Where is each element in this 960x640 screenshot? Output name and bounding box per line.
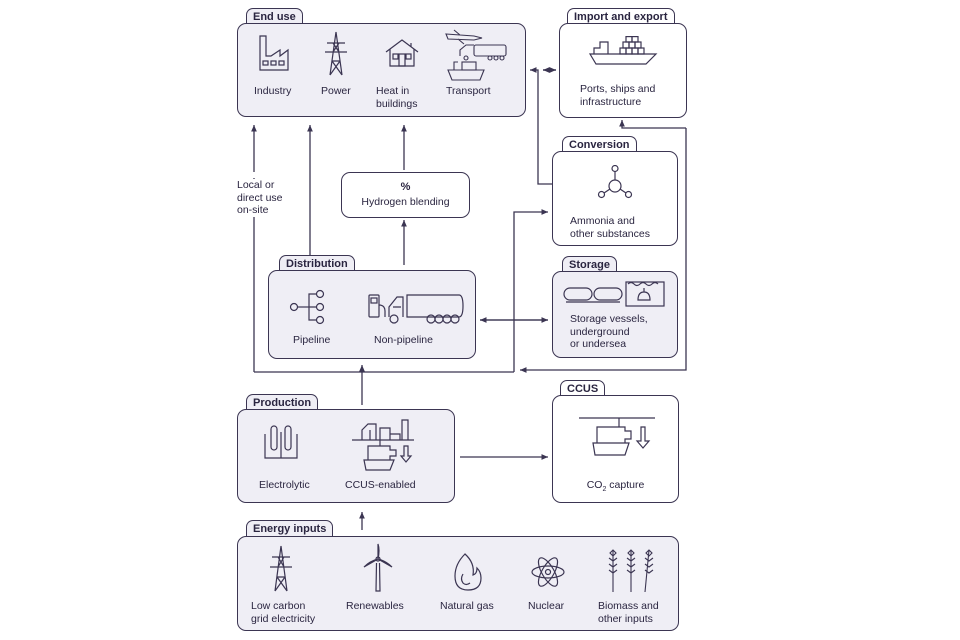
arrow-to-conversion — [513, 209, 548, 372]
biomass-label: Biomass and other inputs — [598, 600, 659, 625]
end-use-transport-label: Transport — [446, 85, 491, 97]
storage-label: Storage vessels, underground or undersea — [570, 313, 648, 350]
end-use-power-label: Power — [321, 85, 351, 97]
pipeline-label: Pipeline — [293, 334, 331, 346]
capture-text: capture — [606, 479, 645, 491]
storage-box — [552, 271, 678, 358]
distribution-tab: Distribution — [279, 255, 355, 271]
conversion-label: Ammonia and other substances — [570, 215, 650, 240]
arrow-right-loop-to-bottom — [520, 128, 687, 373]
import-export-tab: Import and export — [567, 8, 675, 24]
pipeline-icon — [289, 288, 331, 326]
molecule-icon — [595, 165, 635, 201]
nuclear-label: Nuclear — [528, 600, 565, 612]
co2-subscript: 2 — [602, 486, 607, 494]
production-tab: Production — [246, 394, 319, 410]
blending-percent-symbol: % — [400, 181, 411, 193]
electrolyser-icon — [262, 424, 300, 460]
electrolytic-label: Electrolytic — [259, 479, 310, 491]
arrow-conversion-to-enduse — [530, 67, 552, 185]
carbon-capture-icon — [575, 415, 657, 465]
conversion-tab: Conversion — [562, 136, 637, 152]
storage-tanks-icon — [562, 280, 672, 308]
energy-inputs-box — [237, 536, 679, 631]
renewables-label: Renewables — [346, 600, 404, 612]
arrow-to-import-export — [619, 120, 686, 129]
wheat-icon — [603, 546, 659, 594]
natural-gas-label: Natural gas — [440, 600, 494, 612]
co2-text: CO — [586, 479, 603, 491]
house-icon — [384, 38, 420, 68]
storage-tab: Storage — [562, 256, 617, 272]
ccus-box — [552, 395, 679, 503]
co2-capture-label: CO2 capture — [552, 479, 679, 497]
import-export-box — [559, 23, 687, 118]
tanker-truck-icon — [367, 291, 465, 325]
ccus-plant-icon — [350, 416, 416, 472]
end-use-tab: End use — [246, 8, 303, 24]
flame-icon — [453, 552, 483, 592]
energy-inputs-tab: Energy inputs — [246, 520, 334, 536]
factory-icon — [257, 34, 291, 74]
distribution-box — [268, 270, 476, 359]
transport-icon — [444, 28, 508, 82]
pylon-icon — [322, 31, 350, 77]
production-box — [237, 409, 455, 503]
import-export-label: Ports, ships and infrastructure — [580, 83, 656, 108]
ccus-enabled-label: CCUS-enabled — [345, 479, 416, 491]
ccus-tab: CCUS — [560, 380, 606, 396]
cargo-ship-icon — [588, 36, 658, 66]
conversion-box — [552, 151, 678, 246]
hydrogen-blending-label: Hydrogen blending — [361, 196, 450, 208]
grid-pylon-icon — [267, 545, 295, 593]
end-use-heat-label: Heat in buildings — [376, 85, 418, 110]
atom-icon — [530, 555, 566, 589]
low-carbon-grid-label: Low carbon grid electricity — [251, 600, 316, 625]
non-pipeline-label: Non-pipeline — [374, 334, 433, 346]
hydrogen-blending-box — [341, 172, 470, 218]
local-use-label: Local or direct use on-site — [237, 179, 283, 217]
wind-turbine-icon — [360, 543, 396, 593]
end-use-industry-label: Industry — [254, 85, 292, 97]
